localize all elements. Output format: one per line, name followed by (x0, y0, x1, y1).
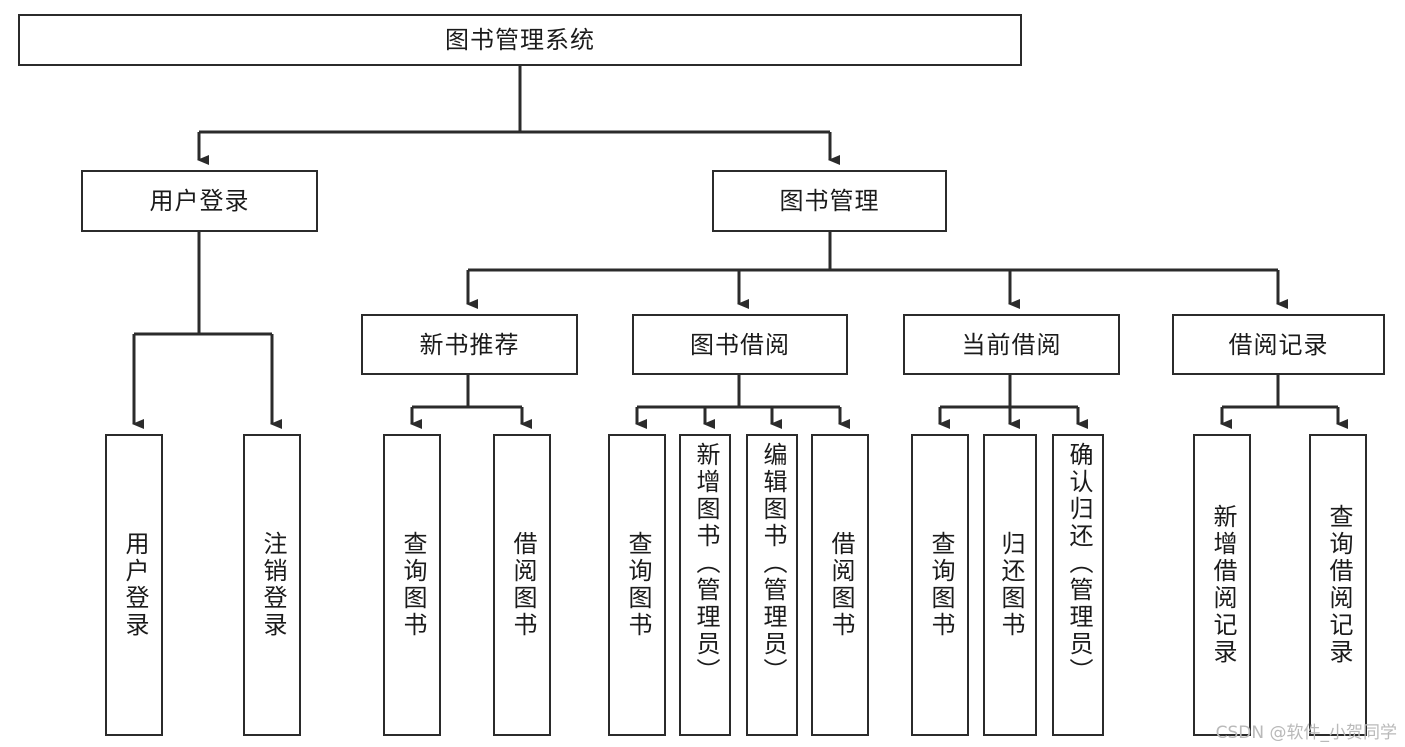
node-leaf-return-book-label: 归还图书 (996, 531, 1025, 639)
node-leaf-return-book[interactable]: 归还图书 (983, 434, 1037, 736)
node-new-book-rec[interactable]: 新书推荐 (361, 314, 578, 375)
node-leaf-edit-book[interactable]: 编辑图书（管理员） (746, 434, 798, 736)
node-leaf-borrow-book-2[interactable]: 借阅图书 (811, 434, 869, 736)
node-leaf-add-record-label: 新增借阅记录 (1208, 504, 1237, 666)
node-root[interactable]: 图书管理系统 (18, 14, 1022, 66)
node-leaf-query-book-2-label: 查询图书 (623, 531, 652, 639)
node-current-borrow[interactable]: 当前借阅 (903, 314, 1120, 375)
node-leaf-add-record[interactable]: 新增借阅记录 (1193, 434, 1251, 736)
node-book-manage[interactable]: 图书管理 (712, 170, 947, 232)
node-leaf-add-book[interactable]: 新增图书（管理员） (679, 434, 731, 736)
node-book-borrow[interactable]: 图书借阅 (632, 314, 848, 375)
node-leaf-query-book-1[interactable]: 查询图书 (383, 434, 441, 736)
node-book-borrow-label: 图书借阅 (690, 330, 790, 359)
node-leaf-query-book-3[interactable]: 查询图书 (911, 434, 969, 736)
node-leaf-user-login[interactable]: 用户登录 (105, 434, 163, 736)
node-root-label: 图书管理系统 (445, 26, 595, 54)
node-leaf-user-logout-label: 注销登录 (258, 531, 287, 639)
node-leaf-borrow-book-2-label: 借阅图书 (826, 531, 855, 639)
node-new-book-rec-label: 新书推荐 (419, 330, 520, 359)
node-leaf-query-book-2[interactable]: 查询图书 (608, 434, 666, 736)
node-leaf-query-record[interactable]: 查询借阅记录 (1309, 434, 1367, 736)
node-leaf-add-book-label: 新增图书（管理员） (691, 442, 720, 685)
node-leaf-query-book-3-label: 查询图书 (926, 531, 955, 639)
node-leaf-borrow-book-1-label: 借阅图书 (508, 531, 537, 639)
node-current-borrow-label: 当前借阅 (961, 330, 1062, 359)
node-leaf-confirm-return-label: 确认归还（管理员） (1064, 442, 1093, 685)
node-user-login-label: 用户登录 (149, 187, 250, 215)
node-book-manage-label: 图书管理 (779, 187, 880, 215)
node-leaf-query-record-label: 查询借阅记录 (1324, 504, 1353, 666)
node-borrow-record-label: 借阅记录 (1228, 330, 1329, 359)
node-leaf-edit-book-label: 编辑图书（管理员） (758, 442, 787, 685)
node-user-login[interactable]: 用户登录 (81, 170, 318, 232)
node-leaf-confirm-return[interactable]: 确认归还（管理员） (1052, 434, 1104, 736)
node-leaf-borrow-book-1[interactable]: 借阅图书 (493, 434, 551, 736)
node-leaf-user-logout[interactable]: 注销登录 (243, 434, 301, 736)
node-leaf-user-login-label: 用户登录 (120, 531, 149, 639)
node-borrow-record[interactable]: 借阅记录 (1172, 314, 1385, 375)
watermark: CSDN @软件_小贺同学 (1215, 723, 1397, 743)
node-leaf-query-book-1-label: 查询图书 (398, 531, 427, 639)
